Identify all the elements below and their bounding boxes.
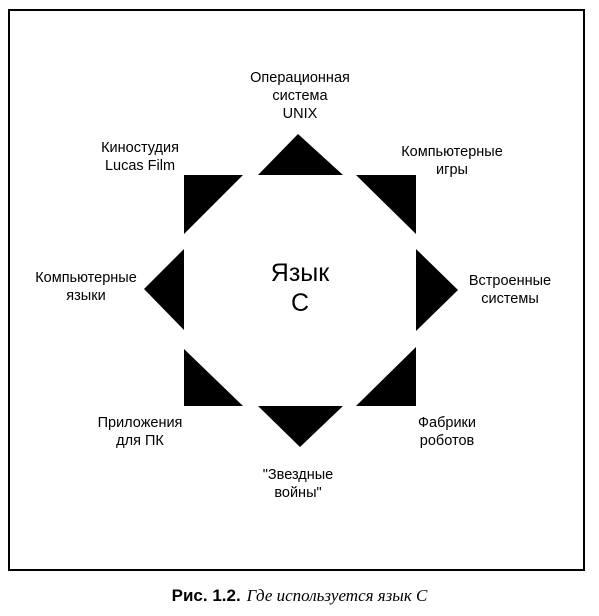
label-top-right-line-1: Компьютерные xyxy=(401,144,503,160)
label-left-line-1: Компьютерные xyxy=(35,270,137,286)
label-bottom-right-line-2: роботов xyxy=(419,433,475,449)
label-top-right: Компьютерные игры xyxy=(401,143,503,179)
triangle-bottom xyxy=(258,406,343,447)
label-top-left: Киностудия Lucas Film xyxy=(101,139,179,175)
label-left: Компьютерные языки xyxy=(35,269,137,305)
label-top-line-3: UNIX xyxy=(282,106,318,122)
triangle-bottom-left xyxy=(184,349,243,406)
label-bottom-line-1: "Звездные xyxy=(262,467,334,483)
triangle-top-left xyxy=(184,175,243,234)
caption-text: Где используется язык С xyxy=(246,586,428,605)
label-bottom-line-2: войны" xyxy=(274,485,322,501)
center-line-1: Язык xyxy=(270,259,330,287)
label-bottom-left: Приложения для ПК xyxy=(98,414,183,450)
caption-figure-number: Рис. 1.2. xyxy=(171,586,241,605)
label-top: Операционная система UNIX xyxy=(250,69,350,123)
label-right: Встроенные системы xyxy=(469,272,551,308)
triangle-top-right xyxy=(356,175,416,234)
label-bottom-right: Фабрики роботов xyxy=(418,414,476,450)
diagram-frame xyxy=(8,9,585,571)
label-right-line-2: системы xyxy=(481,291,539,307)
label-top-line-2: система xyxy=(272,88,328,104)
triangle-top xyxy=(258,134,343,175)
triangle-bottom-right xyxy=(356,347,416,406)
label-top-line-1: Операционная xyxy=(250,70,350,86)
label-bottom-left-line-1: Приложения xyxy=(97,415,183,431)
figure-caption: Рис. 1.2. Где используется язык С xyxy=(0,586,599,606)
label-top-left-line-2: Lucas Film xyxy=(104,158,176,174)
center-label: Язык С xyxy=(271,258,329,318)
label-right-line-1: Встроенные xyxy=(468,273,552,289)
label-bottom-left-line-2: для ПК xyxy=(116,433,164,449)
triangle-right xyxy=(416,249,458,331)
label-top-right-line-2: игры xyxy=(436,162,468,178)
label-bottom-right-line-1: Фабрики xyxy=(418,415,476,431)
triangle-left xyxy=(144,249,184,330)
label-bottom: "Звездные войны" xyxy=(263,466,333,502)
label-top-left-line-1: Киностудия xyxy=(101,140,179,156)
label-left-line-2: языки xyxy=(66,288,106,304)
center-line-2: С xyxy=(290,289,310,317)
